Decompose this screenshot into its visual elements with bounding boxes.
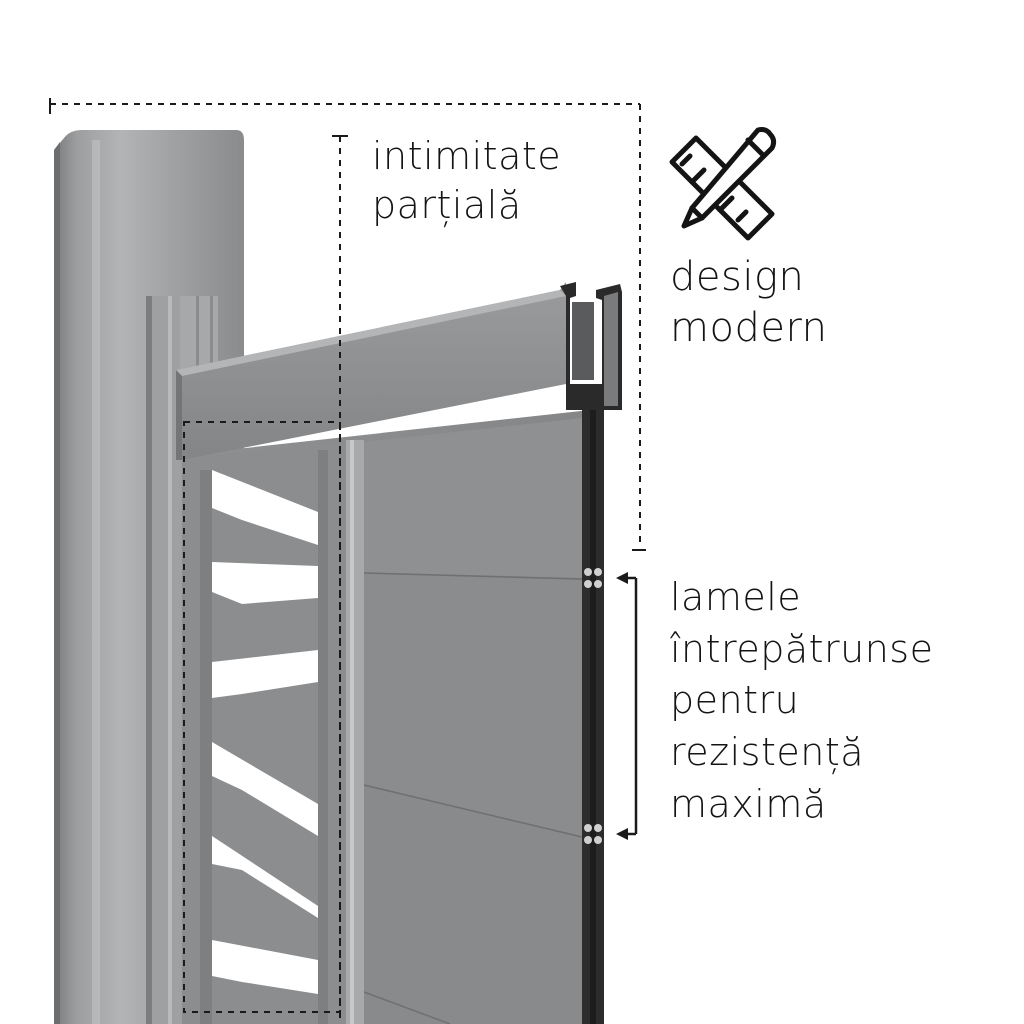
slat bbox=[364, 418, 582, 578]
design-label-line-1: design bbox=[670, 254, 805, 300]
design-label: design modern bbox=[670, 252, 828, 354]
top-rail bbox=[176, 282, 622, 460]
opening bbox=[212, 650, 318, 698]
opening bbox=[212, 562, 318, 604]
slats-label-line-3: pentru bbox=[670, 678, 800, 723]
privacy-label: intimitate parțială bbox=[372, 132, 561, 229]
slats-label-line-5: maximă bbox=[670, 781, 827, 826]
perforated-section bbox=[182, 442, 346, 1024]
slats-label: lamele întrepătrunse pentru rezistență m… bbox=[670, 572, 933, 830]
slat-bracket bbox=[616, 572, 638, 840]
design-label-line-2: modern bbox=[670, 305, 828, 352]
u-channel bbox=[146, 296, 218, 1024]
opening bbox=[212, 470, 318, 545]
opening bbox=[212, 836, 318, 918]
privacy-label-line-2: parțială bbox=[372, 182, 522, 227]
ruler-pencil-icon bbox=[669, 127, 777, 241]
perforated-highlight-box bbox=[183, 421, 341, 1013]
slats-label-line-4: rezistență bbox=[670, 730, 865, 775]
slats-label-line-2: întrepătrunse bbox=[670, 626, 934, 671]
slat bbox=[364, 786, 582, 1024]
opening bbox=[212, 742, 318, 836]
slats-label-line-1: lamele bbox=[670, 575, 802, 619]
dimension-guides bbox=[49, 98, 646, 1024]
slat bbox=[364, 574, 582, 836]
opening bbox=[212, 940, 318, 994]
privacy-label-line-1: intimitate bbox=[372, 134, 562, 178]
